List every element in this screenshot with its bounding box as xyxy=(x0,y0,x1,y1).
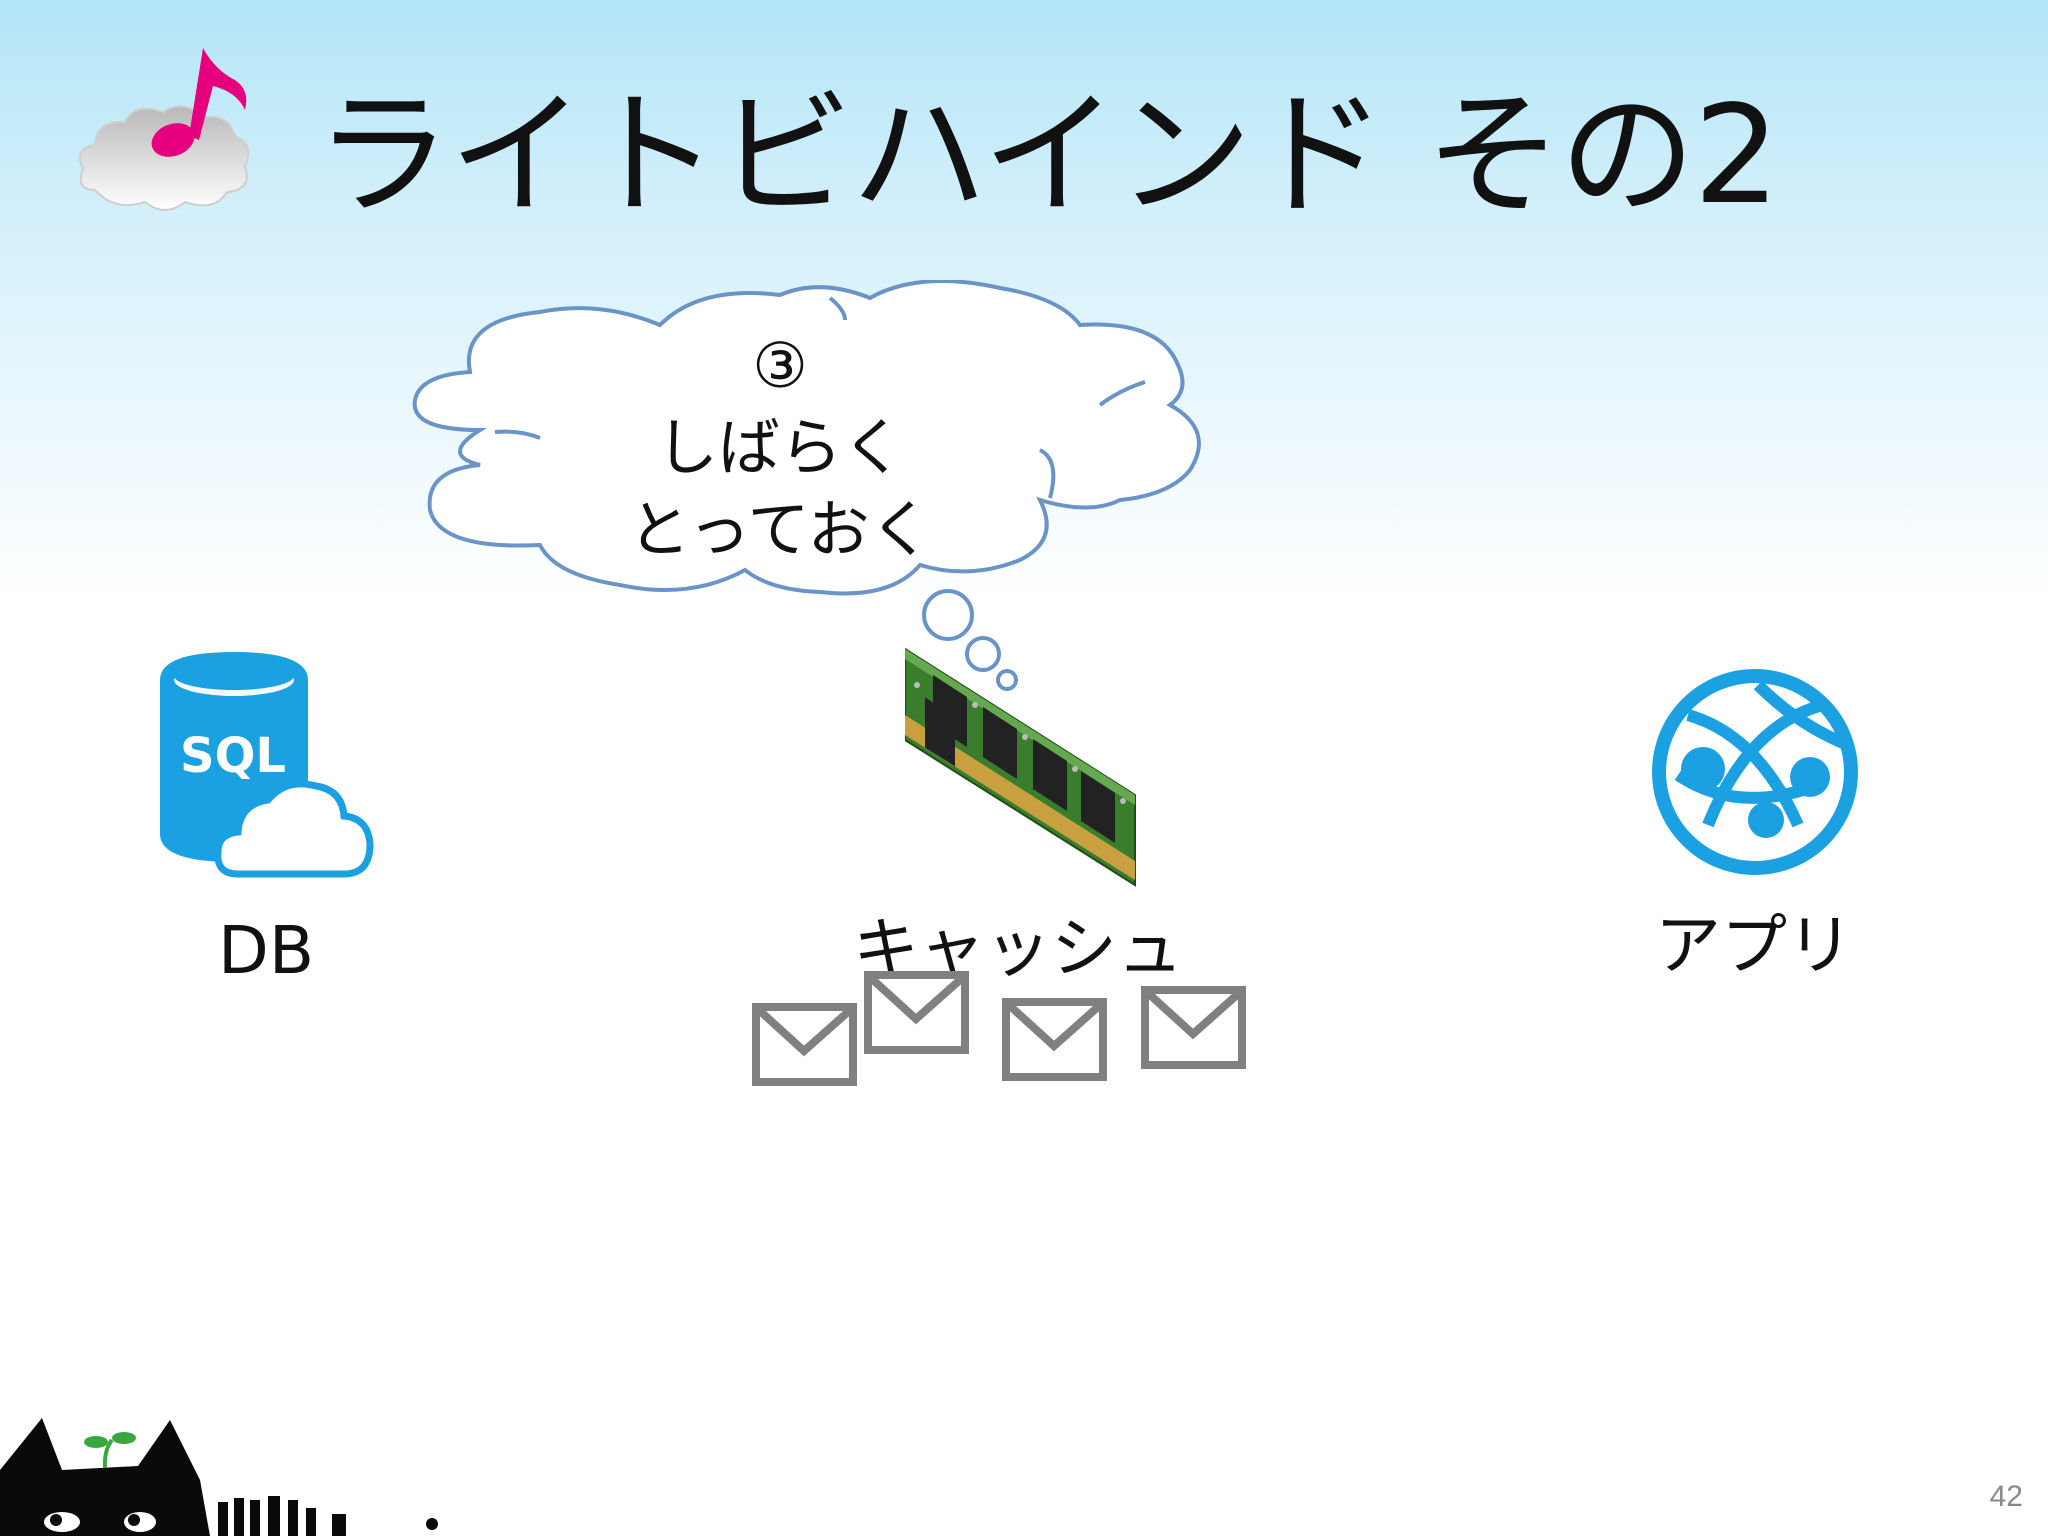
cache-label: キャッシュ xyxy=(853,910,1183,987)
thought-line-1: しばらく xyxy=(655,411,904,484)
svg-text:SQL: SQL xyxy=(180,728,286,784)
envelope-icon xyxy=(1141,986,1246,1069)
thought-cloud-shape xyxy=(412,280,1201,691)
memory-module-icon xyxy=(905,647,1136,887)
thought-bubble-text: ③ しばらく とっておく xyxy=(560,325,1000,571)
logo-cloud-note-icon xyxy=(79,48,250,211)
cat-mascot-icon xyxy=(0,1418,438,1536)
sql-database-icon: SQL xyxy=(160,652,374,878)
db-label: DB xyxy=(218,912,315,989)
step-number: ③ xyxy=(752,329,808,402)
app-label: アプリ xyxy=(1655,907,1853,984)
envelope-icon xyxy=(752,1003,857,1086)
thought-line-2: とっておく xyxy=(628,493,932,566)
page-title: ライトビハインド その2 xyxy=(315,77,1780,235)
envelope-icon xyxy=(864,971,969,1054)
page-number: 42 xyxy=(1989,1480,2023,1513)
envelope-icon xyxy=(1002,998,1107,1081)
web-app-globe-icon xyxy=(1652,669,1858,875)
